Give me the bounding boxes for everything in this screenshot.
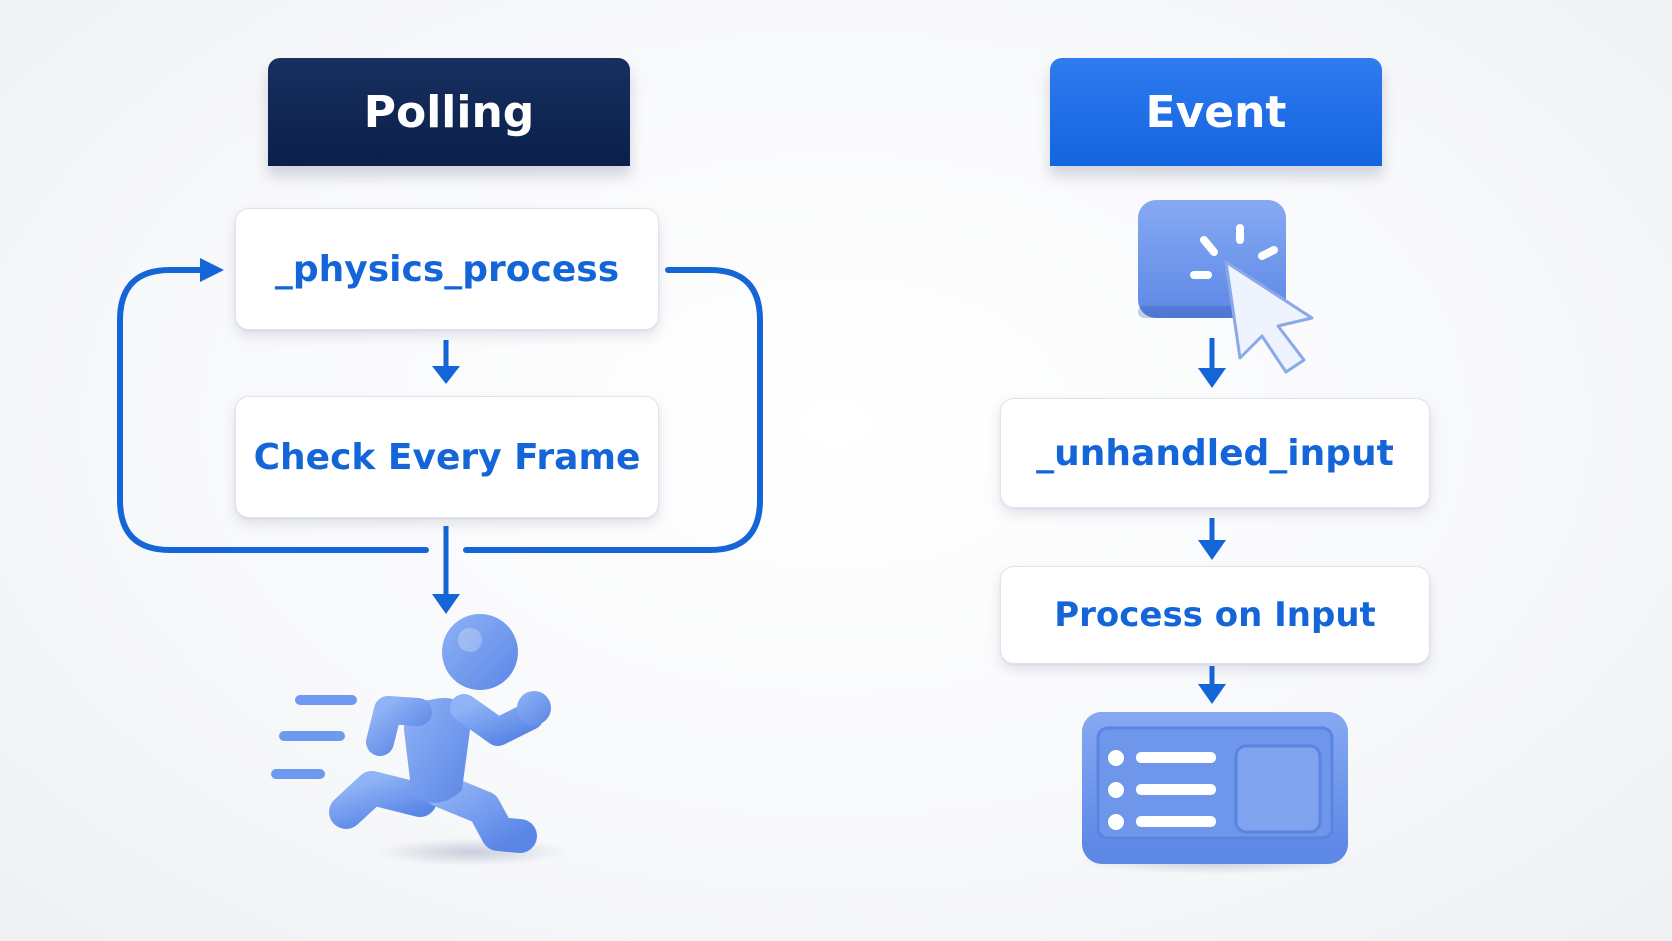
click-cursor-icon [1138, 200, 1314, 374]
process-on-input-node: Process on Input [1000, 566, 1430, 664]
event-arrow-1 [1198, 338, 1226, 388]
physics-process-node: _physics_process [235, 208, 659, 330]
event-title: Event [1145, 86, 1287, 138]
ui-panel-icon [1074, 712, 1354, 874]
check-every-frame-label: Check Every Frame [253, 436, 641, 478]
loop-arrowhead [200, 258, 224, 282]
polling-arrow-1 [432, 340, 460, 384]
process-on-input-label: Process on Input [1054, 595, 1376, 635]
event-header: Event [1050, 58, 1382, 166]
unhandled-input-node: _unhandled_input [1000, 398, 1430, 508]
polling-title: Polling [363, 86, 535, 138]
polling-arrow-2 [432, 526, 460, 614]
check-every-frame-node: Check Every Frame [235, 396, 659, 518]
physics-process-label: _physics_process [274, 248, 620, 290]
polling-header: Polling [268, 58, 630, 166]
polling-loop-connector [117, 258, 763, 553]
event-arrow-3 [1198, 666, 1226, 704]
unhandled-input-label: _unhandled_input [1036, 432, 1394, 474]
running-person-icon [271, 614, 567, 866]
event-arrow-2 [1198, 518, 1226, 560]
